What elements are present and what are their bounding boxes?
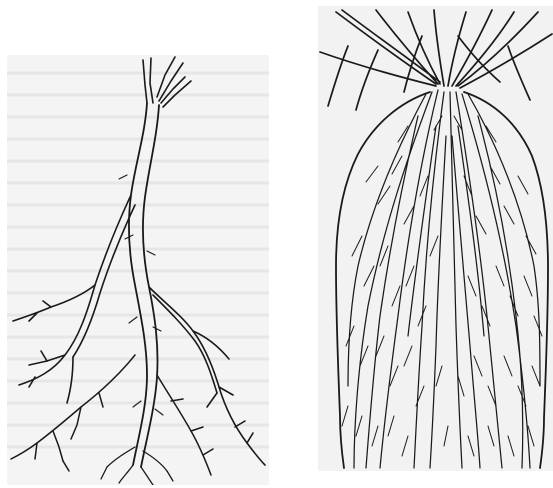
fibrous-root-illustration — [318, 6, 553, 471]
taproot-drawing — [7, 55, 269, 485]
taproot-illustration — [7, 55, 269, 485]
fibrous-root-drawing — [318, 6, 553, 471]
